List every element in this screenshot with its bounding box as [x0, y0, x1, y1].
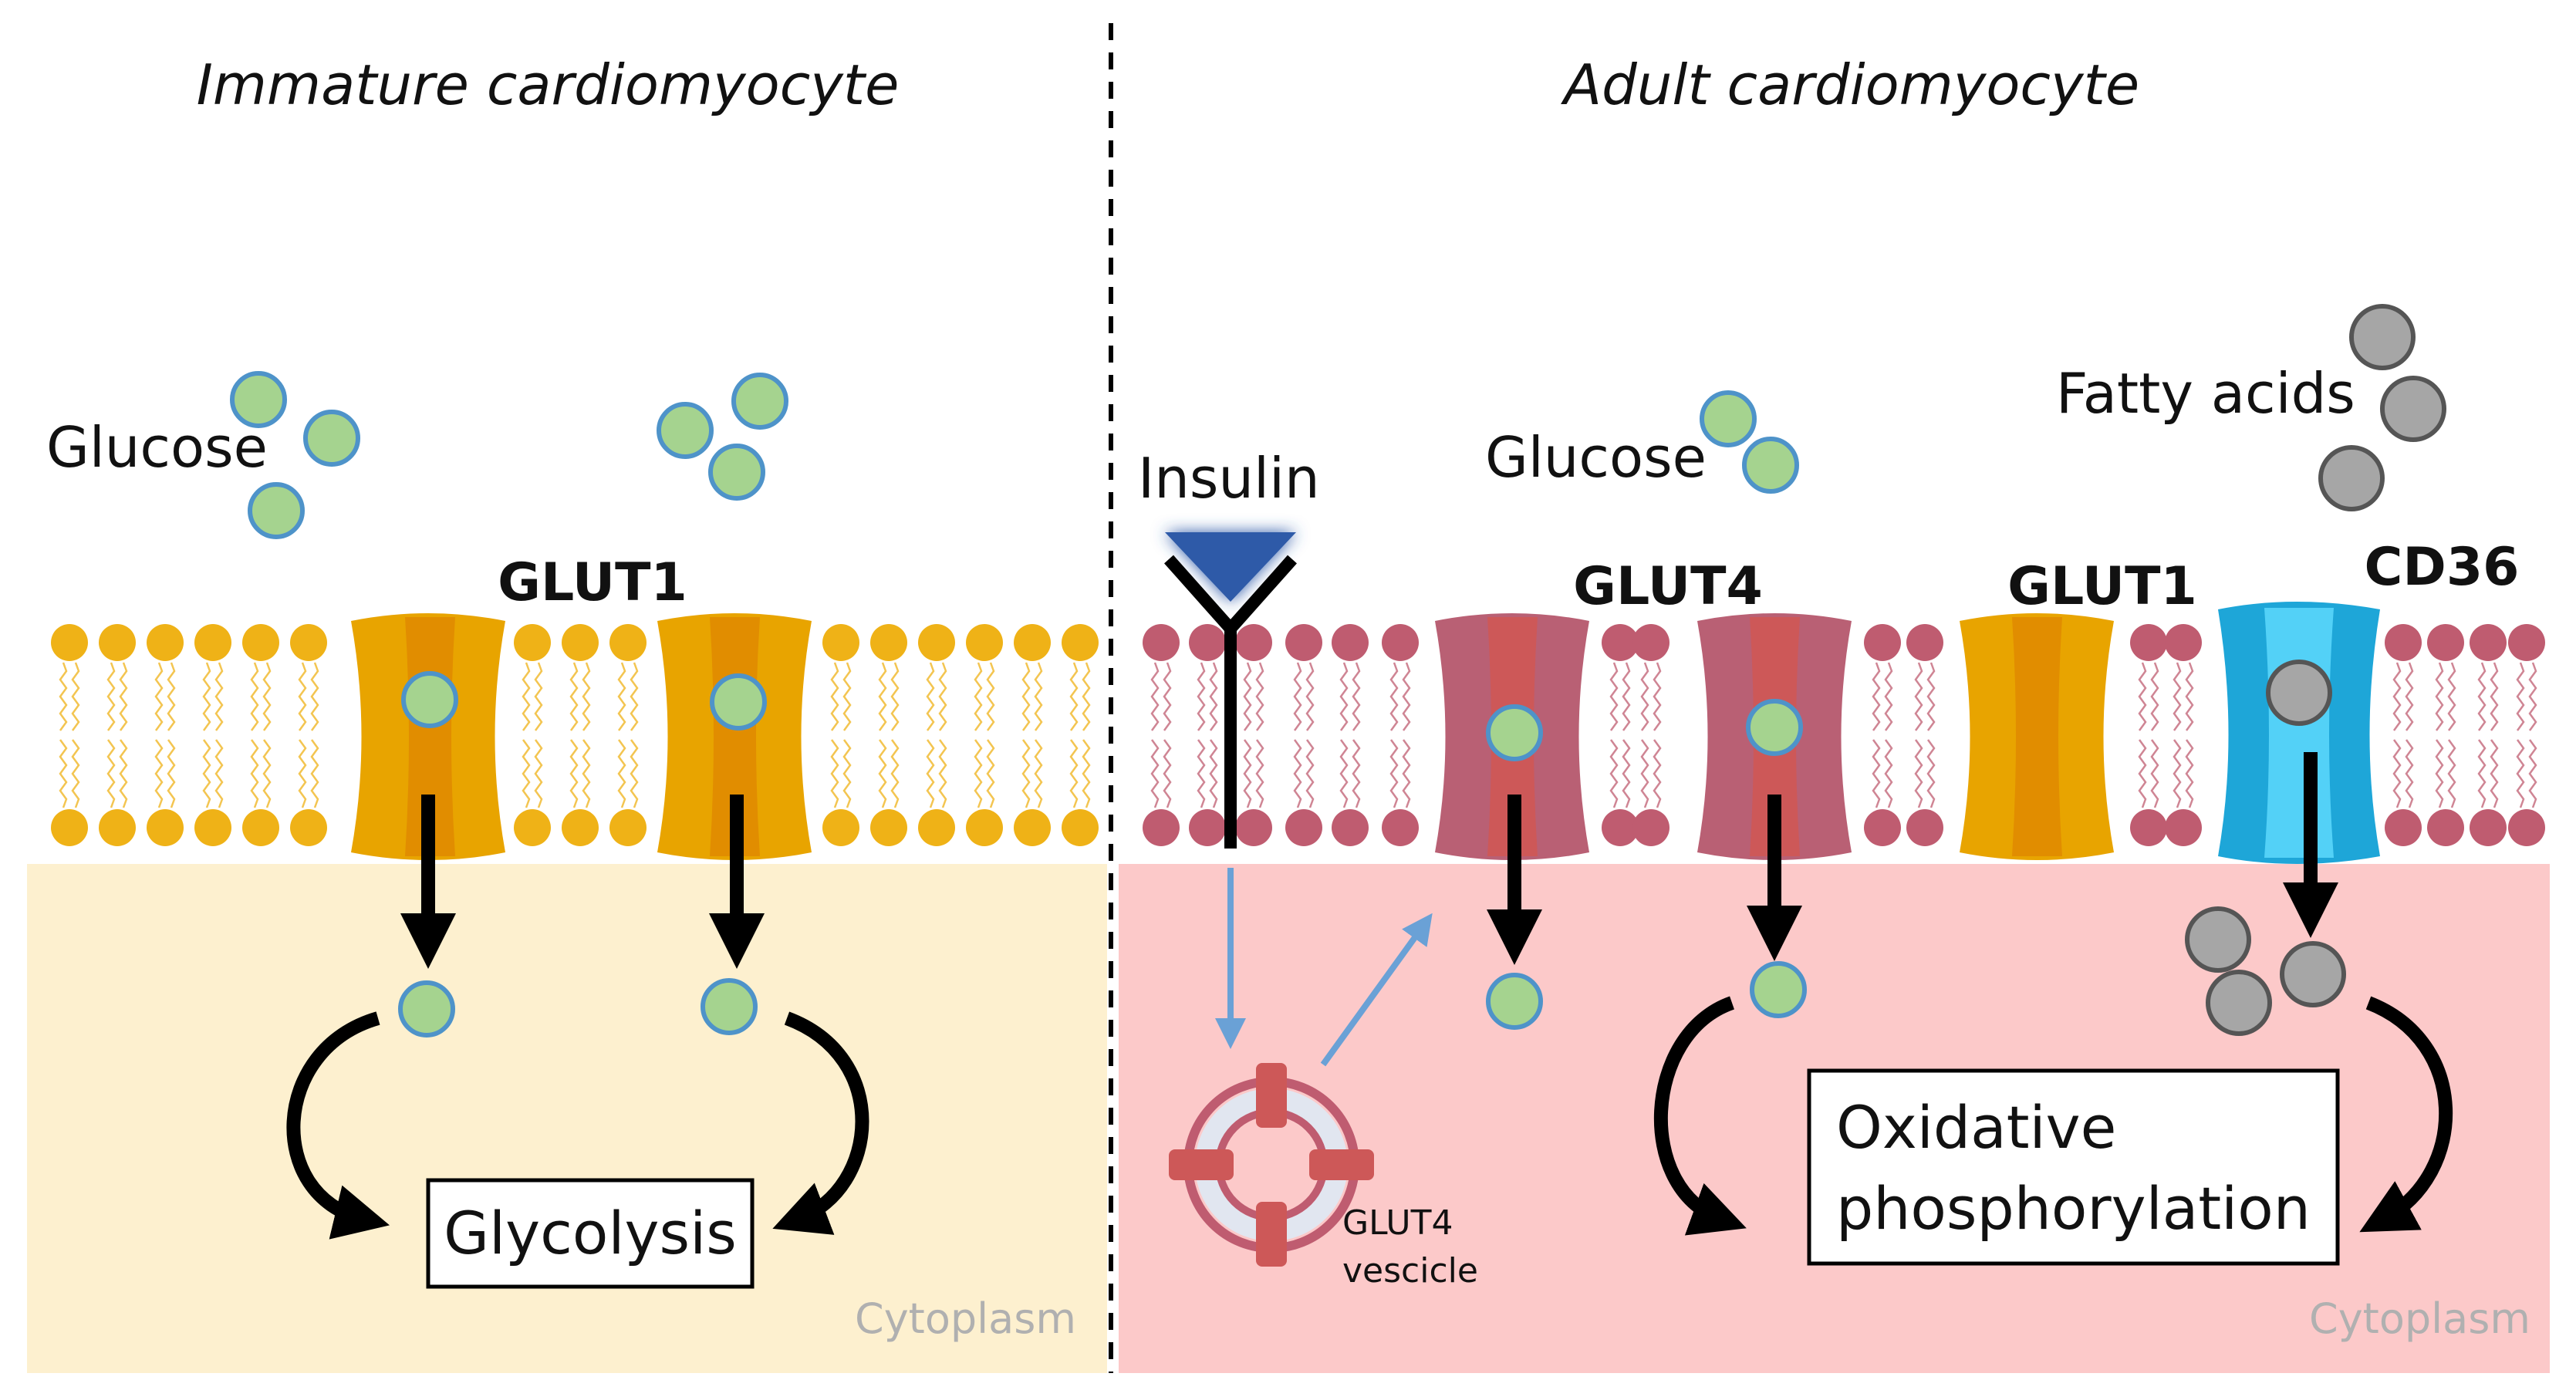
phospholipid [51, 624, 88, 846]
glucose-molecule-icon [1486, 973, 1543, 1030]
glut4-transporter-icon [1697, 613, 1852, 860]
fatty-acid-molecule-icon [2280, 941, 2346, 1007]
cd36-transporter-icon [2218, 602, 2380, 864]
fatty-acid-molecule-icon [2206, 970, 2272, 1036]
phospholipid [1143, 624, 1180, 846]
phospholipid [609, 624, 647, 846]
glucose-molecule-icon [1700, 390, 1757, 447]
glucose-molecule-icon [1486, 704, 1543, 761]
glut1-label-left: GLUT1 [498, 552, 687, 613]
vesicle-label-line1: GLUT4 [1342, 1203, 1453, 1243]
phospholipid [2385, 624, 2422, 846]
insulin-label: Insulin [1138, 446, 1320, 511]
glucose-molecule-icon [1742, 437, 1799, 494]
glut1-transporter-icon [351, 613, 505, 860]
oxphos-box [1807, 1068, 2340, 1266]
phospholipid [966, 624, 1003, 846]
fatty-acid-molecule-icon [2185, 906, 2251, 973]
fatty-acids-label: Fatty acids [2056, 361, 2355, 426]
phospholipid [822, 624, 859, 846]
phospholipid [1602, 624, 1639, 846]
insulin-receptor-icon [1164, 532, 1297, 849]
phospholipid [2508, 624, 2545, 846]
cytoplasm-label-left: Cytoplasm [855, 1294, 1076, 1343]
vesicle-translocation-arrow [1320, 913, 1433, 1067]
glucose-molecule-icon [731, 373, 788, 430]
phospholipid [147, 624, 184, 846]
membrane-adult [1143, 624, 2545, 846]
glucose-molecule-icon [1746, 699, 1803, 756]
oxphos-label-line1: Oxidative [1836, 1093, 2116, 1162]
membrane-immature [51, 624, 1099, 846]
oxphos-label-line2: phosphorylation [1836, 1174, 2311, 1243]
glucose-label-left: Glucose [46, 415, 268, 480]
glucose-label-right: Glucose [1485, 425, 1707, 490]
phospholipid [2427, 624, 2464, 846]
adult-panel-title: Adult cardiomyocyte [1561, 52, 2139, 117]
fatty-acid-molecule-icon [2380, 376, 2446, 442]
phospholipid [242, 624, 279, 846]
glut1-transporter-icon [657, 613, 812, 860]
immature-panel-title: Immature cardiomyocyte [197, 52, 900, 117]
glut4-vesicle-icon [1169, 1063, 1374, 1267]
fatty-acid-molecule-icon [2349, 304, 2416, 370]
phospholipid [2165, 624, 2202, 846]
phospholipid [1014, 624, 1051, 846]
glucose-molecule-icon [1750, 961, 1807, 1018]
glycolysis-box [426, 1178, 755, 1289]
glucose-molecule-icon [657, 402, 714, 459]
phospholipid [2130, 624, 2167, 846]
phospholipid [562, 624, 599, 846]
phospholipid [1906, 624, 1943, 846]
phospholipid [1632, 624, 1670, 846]
oxphos-curve-arrow [1653, 996, 1747, 1236]
glucose-molecule-icon [230, 371, 287, 428]
phospholipid [918, 624, 955, 846]
phospholipid [1285, 624, 1322, 846]
glucose-molecule-icon [710, 673, 767, 730]
glucose-molecule-icon [303, 410, 360, 467]
glycolysis-curve-arrow [772, 1011, 869, 1235]
phospholipid [870, 624, 907, 846]
phospholipid [99, 624, 136, 846]
phospholipid [1864, 624, 1901, 846]
glucose-molecule-icon [401, 671, 458, 728]
fatty-acid-molecule-icon [2266, 660, 2332, 726]
phospholipid [2470, 624, 2507, 846]
glut1-transporter-icon [1960, 613, 2114, 860]
phospholipid [1382, 624, 1419, 846]
cytoplasm-label-right: Cytoplasm [2309, 1294, 2530, 1343]
cd36-label: CD36 [2365, 537, 2520, 598]
glucose-molecule-icon [248, 482, 305, 539]
glycolysis-curve-arrow [286, 1011, 390, 1240]
phospholipid [514, 624, 551, 846]
glut1-label-right: GLUT1 [2007, 556, 2197, 617]
glycolysis-label: Glycolysis [444, 1199, 737, 1267]
glut4-label: GLUT4 [1573, 556, 1763, 617]
fatty-acid-molecule-icon [2318, 445, 2385, 511]
glucose-molecule-icon [398, 980, 455, 1038]
oxphos-curve-arrow [2359, 996, 2453, 1233]
glucose-molecule-icon [701, 978, 758, 1035]
glucose-molecules-left [230, 371, 788, 539]
phospholipid [1235, 624, 1272, 846]
phospholipid [1062, 624, 1099, 846]
vesicle-label-line2: vescicle [1342, 1251, 1478, 1291]
phospholipid [1189, 624, 1226, 846]
phospholipid [290, 624, 327, 846]
phospholipid [194, 624, 231, 846]
glut4-transporter-icon [1435, 613, 1589, 860]
glucose-molecule-icon [708, 444, 765, 501]
phospholipid [1332, 624, 1369, 846]
